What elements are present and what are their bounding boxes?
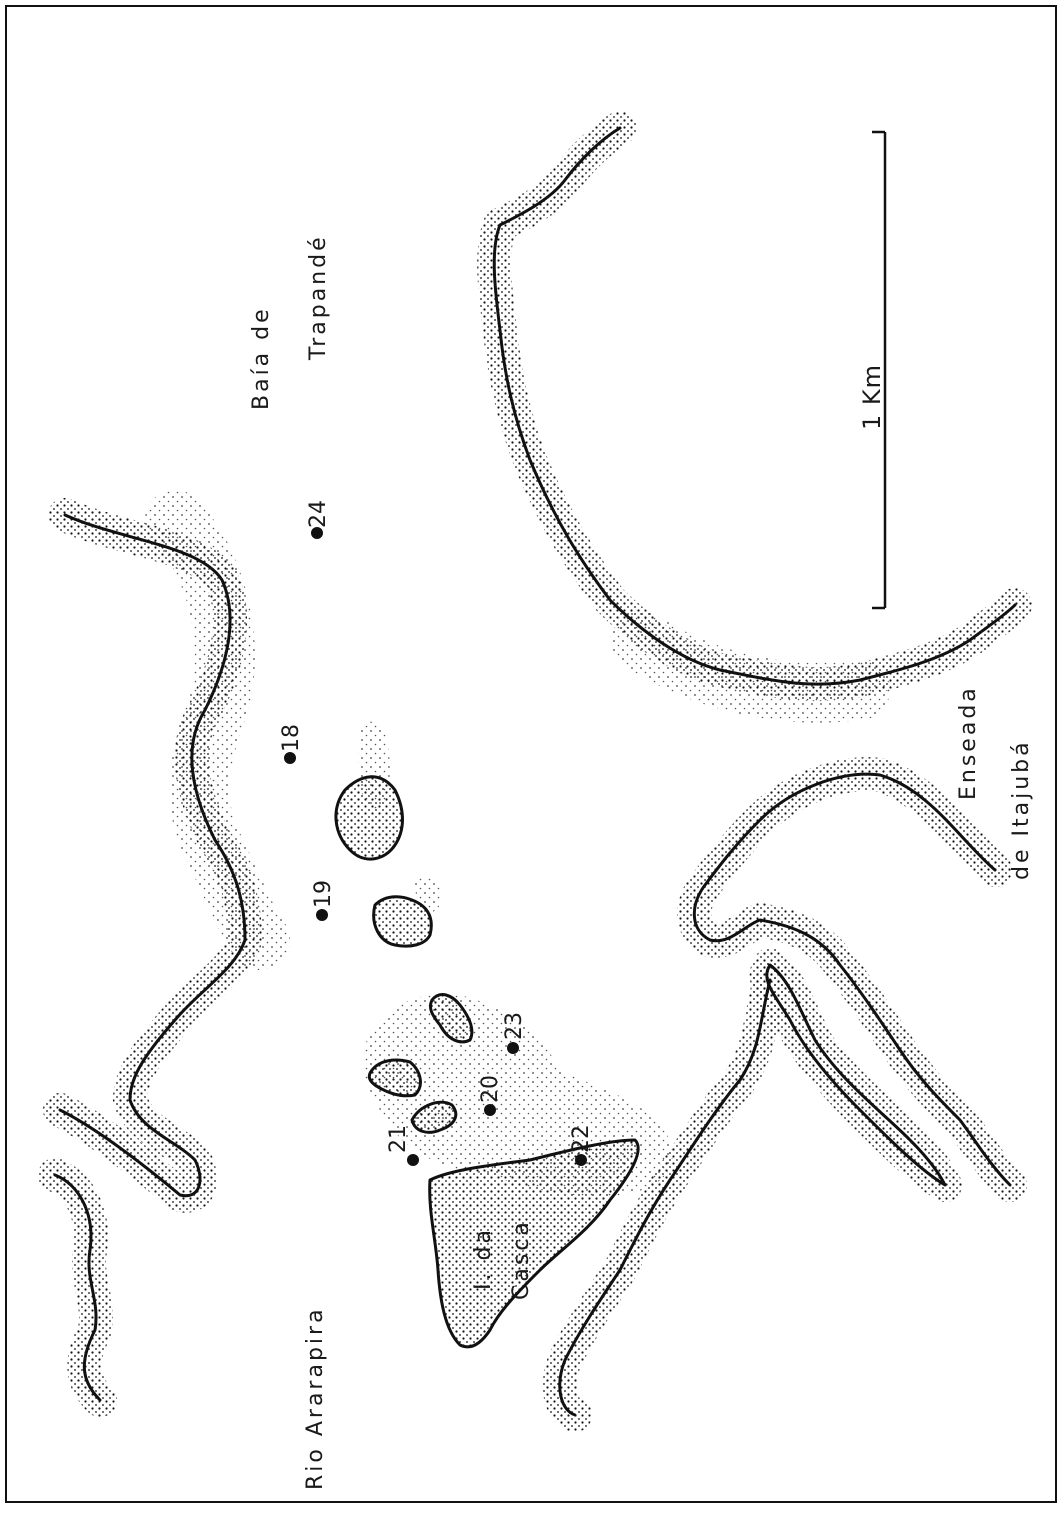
station-label: 21 (386, 1125, 411, 1153)
scale-label: 1 Km (858, 364, 886, 430)
southeast-peninsula (677, 757, 1027, 1202)
label-baia-line2: Trapandé (306, 234, 331, 361)
label-enseada-line2: de Itajubá (1009, 739, 1034, 880)
label-ilha-line1: I. da (471, 1227, 496, 1290)
label-ilha-line2: Casca (509, 1219, 534, 1300)
southern-spit (542, 948, 962, 1432)
map-frame (5, 5, 1057, 1503)
station-20: 20 (478, 1075, 503, 1116)
station-19: 19 (311, 880, 336, 921)
station-label: 22 (569, 1125, 594, 1153)
west-coast-fragment (38, 1158, 117, 1417)
island-north (334, 775, 404, 861)
islet-b (367, 1058, 422, 1098)
station-label: 19 (311, 880, 336, 908)
label-enseada-line1: Enseada (956, 685, 981, 800)
islet-c (410, 1100, 458, 1134)
station-23: 23 (502, 1012, 527, 1054)
station-24: 24 (306, 500, 331, 539)
island-middle (372, 895, 433, 948)
ilha-da-casca (428, 1138, 640, 1349)
label-rio: Rio Ararapira (303, 1306, 328, 1490)
scale-bar: 1 Km (858, 130, 887, 610)
station-22: 22 (569, 1125, 594, 1166)
station-18: 18 (279, 724, 304, 764)
islet-a (428, 993, 474, 1044)
station-label: 18 (279, 724, 304, 752)
station-label: 20 (478, 1075, 503, 1103)
east-landmass (477, 111, 1032, 723)
northwest-coast (43, 490, 290, 1213)
station-label: 23 (502, 1012, 527, 1040)
label-baia-line1: Baía de (249, 306, 274, 410)
station-label: 24 (306, 500, 331, 528)
station-21: 21 (386, 1125, 419, 1166)
